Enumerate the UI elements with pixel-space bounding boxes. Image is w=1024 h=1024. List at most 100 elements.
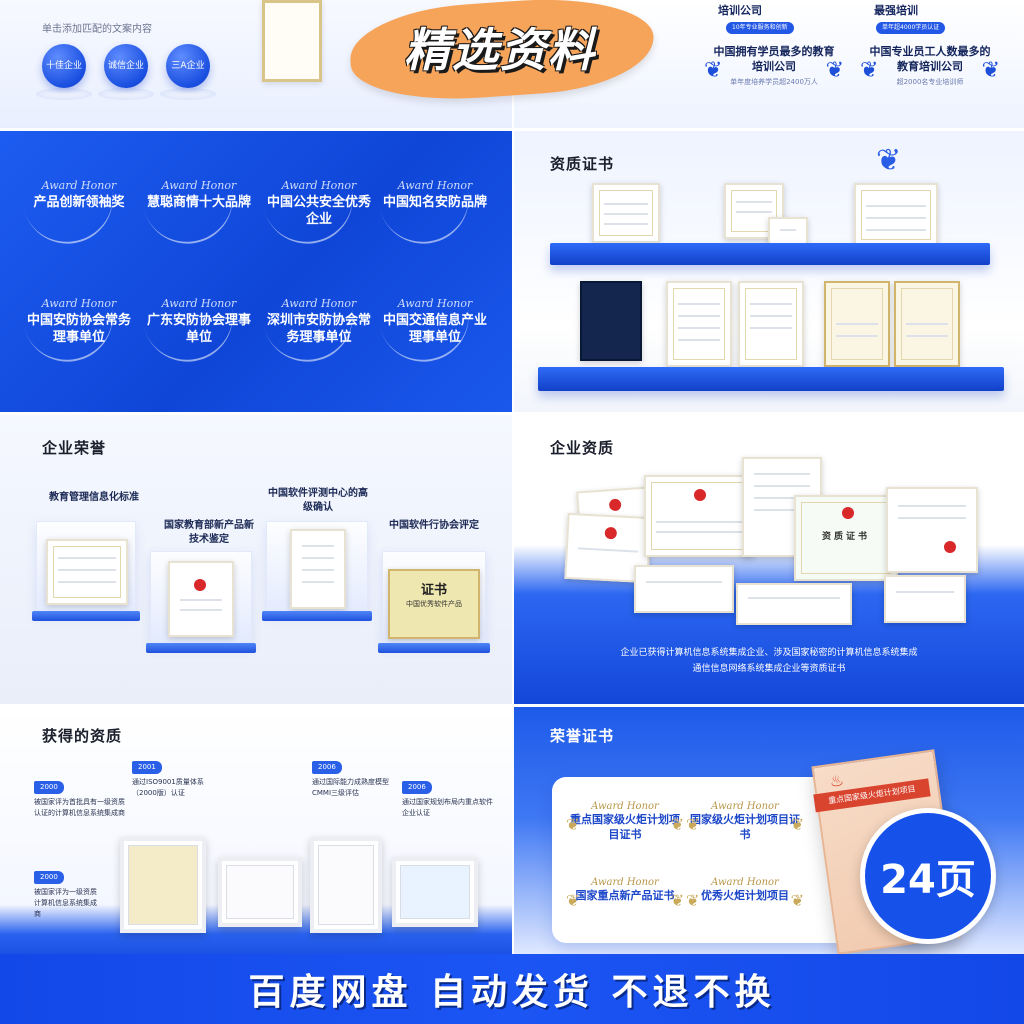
cut-heading-right: 最强培训 — [874, 4, 918, 17]
bottom-strip-text: 百度网盘 自动发货 不退不换 — [248, 972, 776, 1013]
section-title: 企业资质 — [550, 439, 615, 457]
award-script: Award Honor — [397, 297, 473, 310]
honor-label: 国家教育部新产品新技术鉴定 — [164, 520, 254, 545]
framed-certificate — [392, 857, 478, 927]
award-item: Award Honor 中国公共安全优秀企业 — [263, 179, 374, 254]
certificate — [886, 487, 978, 573]
honor-cert-text: 国家级火炬计划项目证书 — [690, 813, 800, 841]
laurel-sub: 超2000名专业培训师 — [896, 78, 964, 86]
certificate — [644, 475, 754, 557]
award-item: Award Honor 中国知名安防品牌 — [379, 179, 490, 254]
timeline-text: 通过国际能力成熟度模型CMMI三级评估 — [312, 778, 389, 797]
award-text: 广东安防协会理事单位 — [146, 313, 251, 345]
award-text: 深圳市安防协会常务理事单位 — [266, 313, 371, 345]
year-tag: 2006 — [402, 781, 432, 794]
panel-qualification-pile: 企业资质 资质证书 企业已获得计算机信息系统集成企业、涉及国家秘密的计算机信息系… — [512, 412, 1024, 704]
certificate: 证书 中国优秀软件产品 — [388, 569, 480, 639]
award-text: 中国交通信息产业理事单位 — [382, 313, 487, 345]
pill-left: 10年专业服务和创新 — [726, 22, 794, 34]
cert-heading: 证书 — [420, 583, 447, 598]
certificate — [290, 529, 346, 609]
award-item: Award Honor 中国安防协会常务理事单位 — [23, 297, 134, 372]
honor-cert-item: ❦ Award Honor 重点国家级火炬计划项目证书 ❦ — [566, 801, 684, 842]
award-text: 慧聪商情十大品牌 — [146, 195, 251, 210]
upper-shelf — [550, 243, 990, 265]
honor-cert-text: 国家重点新产品证书 — [575, 889, 675, 902]
certificate — [894, 281, 960, 367]
hint-text: 单击添加匹配的文案内容 — [42, 24, 152, 35]
honor-label: 中国软件行协会评定 — [389, 520, 479, 531]
laurel-sub: 单年度培养学员超2400万人 — [730, 78, 818, 86]
year-tag: 2000 — [34, 871, 64, 884]
panel-corporate-honor: 企业荣誉 教育管理信息化标准 国家教育部新产品新技术鉴定 中国软件评测中心的高级… — [0, 412, 512, 704]
honor-cert-text: 重点国家级火炬计划项目证书 — [570, 813, 680, 841]
honor-label: 中国软件评测中心的高级确认 — [268, 488, 368, 513]
certificate — [592, 183, 660, 243]
section-title: 荣誉证书 — [550, 727, 615, 745]
framed-certificate — [120, 837, 206, 933]
award-item: Award Honor 慧聪商情十大品牌 — [143, 179, 254, 254]
promo-banner-text: 精选资料 — [404, 23, 596, 77]
laurel-left-icon: ❦ — [566, 891, 580, 910]
timeline-item: 2006 通过国际能力成熟度模型CMMI三级评估 — [312, 761, 404, 799]
panel-awards: Award Honor 产品创新领袖奖 Award Honor 慧聪商情十大品牌… — [0, 128, 512, 412]
award-script: Award Honor — [41, 179, 117, 192]
certificate — [666, 281, 732, 367]
badge-top-ten: 十佳企业 — [42, 44, 86, 88]
timeline-text: 被国家评为首批具有一级资质认证的计算机信息系统集成商 — [34, 798, 125, 817]
year-tag: 2001 — [132, 761, 162, 774]
laurel-block-left: ❦ 中国拥有学员最多的教育培训公司 单年度培养学员超2400万人 ❦ — [704, 44, 844, 87]
timeline-item: 2006 通过国家规划布局内重点软件企业认证 — [402, 781, 494, 819]
laurel-right-icon: ❦ — [790, 815, 804, 834]
laurel-right-icon: ❦ — [981, 58, 1000, 83]
award-script: Award Honor — [711, 801, 779, 812]
laurel-title: 中国拥有学员最多的教育培训公司 — [713, 45, 835, 73]
award-script: Award Honor — [41, 297, 117, 310]
timeline-text: 通过ISO9001质量体系（2000版）认证 — [132, 778, 204, 797]
certificate — [736, 583, 852, 625]
panel-obtained-qualifications: 获得的资质 2000 被国家评为首批具有一级资质认证的计算机信息系统集成商 20… — [0, 704, 512, 954]
honor-cert-text: 优秀火炬计划项目 — [701, 889, 789, 902]
badge-base — [98, 88, 154, 100]
award-text: 中国知名安防品牌 — [382, 195, 487, 210]
award-script: Award Honor — [591, 801, 659, 812]
badge-aaa: 三A企业 — [166, 44, 210, 88]
badge-integrity: 诚信企业 — [104, 44, 148, 88]
laurel-right-icon: ❦ — [670, 891, 684, 910]
award-item: Award Honor 广东安防协会理事单位 — [143, 297, 254, 372]
certificate — [824, 281, 890, 367]
timeline-item: 2000 被国家评为一级资质计算机信息系统集成商 — [34, 871, 98, 920]
laurel-block-right: ❦ 中国专业员工人数最多的教育培训公司 超2000名专业培训师 ❦ — [860, 44, 1000, 87]
certificate — [884, 575, 966, 623]
laurel-icon: ❦ — [876, 143, 902, 178]
page-count-badge: 24页 — [860, 808, 996, 944]
laurel-left-icon: ❦ — [686, 891, 700, 910]
badge-base — [36, 88, 92, 100]
laurel-right-icon: ❦ — [825, 58, 844, 83]
certificate — [46, 539, 128, 605]
timeline-text: 被国家评为一级资质计算机信息系统集成商 — [34, 888, 97, 918]
award-text: 产品创新领袖奖 — [33, 195, 125, 210]
honor-cert-item: ❦ Award Honor 优秀火炬计划项目 ❦ — [686, 877, 804, 910]
honor-cert-item: ❦ Award Honor 国家级火炬计划项目证书 ❦ — [686, 801, 804, 842]
framed-certificate — [218, 857, 302, 927]
bottom-strip: 百度网盘 自动发货 不退不换 — [0, 954, 1024, 1024]
laurel-left-icon: ❦ — [704, 58, 723, 83]
award-script: Award Honor — [281, 297, 357, 310]
award-text: 中国公共安全优秀企业 — [266, 195, 371, 227]
certificate — [634, 565, 734, 613]
section-title: 获得的资质 — [42, 727, 123, 745]
award-script: Award Honor — [161, 179, 237, 192]
laurel-right-icon: ❦ — [790, 891, 804, 910]
timeline-text: 通过国家规划布局内重点软件企业认证 — [402, 798, 493, 817]
award-script: Award Honor — [711, 877, 779, 888]
laurel-title: 中国专业员工人数最多的教育培训公司 — [869, 45, 991, 73]
laurel-left-icon: ❦ — [860, 58, 879, 83]
award-item: Award Honor 产品创新领袖奖 — [23, 179, 134, 254]
honor-label: 教育管理信息化标准 — [49, 492, 139, 503]
honor-cert-item: ❦ Award Honor 国家重点新产品证书 ❦ — [566, 877, 684, 910]
laurel-right-icon: ❦ — [670, 815, 684, 834]
award-script: Award Honor — [397, 179, 473, 192]
certificate: 资质证书 — [794, 495, 898, 581]
